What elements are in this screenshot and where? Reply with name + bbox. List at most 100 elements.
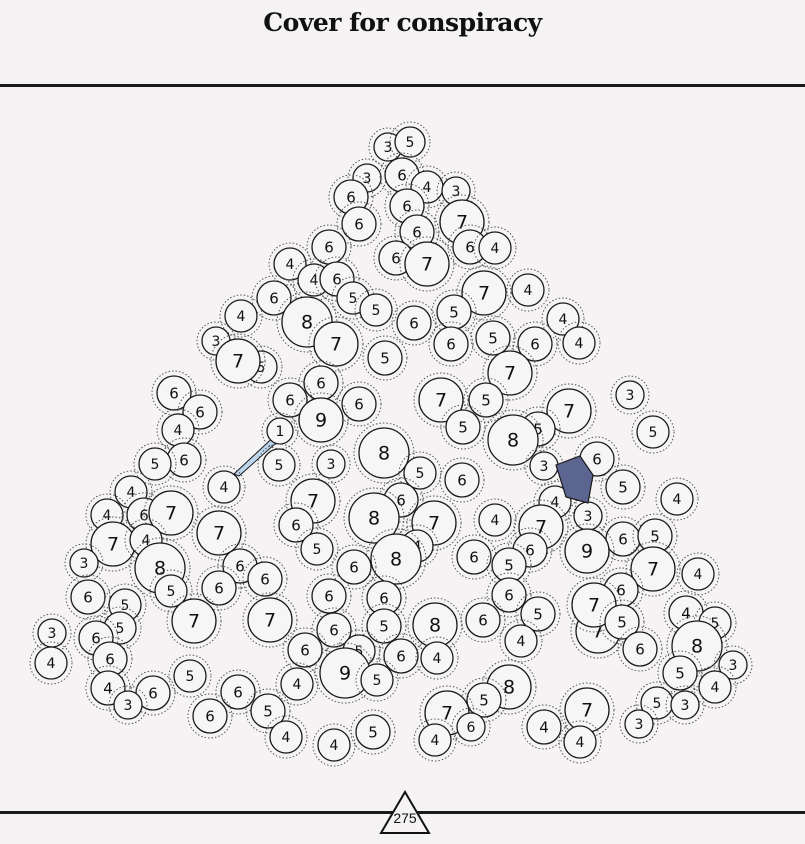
circle-cell[interactable]: 9: [293, 392, 349, 448]
circle-cell[interactable]: 5: [461, 677, 507, 723]
circle-cell[interactable]: 4: [275, 662, 319, 706]
circle-cell[interactable]: 6: [336, 201, 382, 247]
circle-cell[interactable]: 4: [655, 477, 699, 521]
circle-cell[interactable]: 6: [361, 575, 407, 621]
circle-cell[interactable]: 6: [486, 572, 532, 618]
circle-cell[interactable]: 6: [251, 275, 297, 321]
circle-cell[interactable]: 6: [460, 597, 506, 643]
circle-cell[interactable]: 4: [506, 268, 550, 312]
circle-cell[interactable]: 5: [245, 688, 291, 734]
circle-cell[interactable]: 5: [515, 591, 561, 637]
circle-cell[interactable]: 5: [354, 288, 398, 332]
circle-cell[interactable]: 7: [413, 372, 469, 428]
circle-cell[interactable]: 5: [362, 335, 408, 381]
circle-cell[interactable]: 8: [353, 422, 415, 484]
circle-cell[interactable]: 6: [151, 370, 197, 416]
circle-cell[interactable]: 6: [215, 669, 261, 715]
circle-cell[interactable]: 4: [521, 704, 567, 750]
circle-cell[interactable]: 8: [482, 409, 544, 471]
circle-cell[interactable]: 7: [456, 265, 512, 321]
circle-cell[interactable]: 4: [541, 297, 585, 341]
circle-cell[interactable]: 5: [355, 658, 399, 702]
circle-cell[interactable]: 7: [482, 345, 538, 401]
circle-cell[interactable]: 7: [308, 316, 364, 372]
circle-cell[interactable]: 5: [600, 464, 646, 510]
circle-cell[interactable]: 6: [65, 574, 111, 620]
circle-cell[interactable]: 6: [617, 626, 663, 672]
circle-cell[interactable]: 7: [166, 593, 222, 649]
circle-cell[interactable]: 5: [350, 709, 396, 755]
circle-cell[interactable]: 5: [486, 542, 532, 588]
circle-cell[interactable]: 7: [541, 383, 597, 439]
circle-cell-number: 5: [372, 303, 381, 319]
circle-cell[interactable]: 5: [657, 650, 703, 696]
circle-cell[interactable]: 6: [336, 381, 382, 427]
circle-cell[interactable]: 7: [191, 505, 247, 561]
circle-cell[interactable]: 6: [328, 174, 374, 220]
circle-cell[interactable]: 4: [415, 636, 459, 680]
circle-cell[interactable]: 6: [196, 565, 242, 611]
circle-cell[interactable]: 7: [242, 592, 298, 648]
circle-cell[interactable]: 5: [295, 527, 339, 571]
circle-cell[interactable]: 6: [273, 502, 319, 548]
circle-cell-number: 6: [525, 542, 535, 560]
circle-cell[interactable]: 7: [210, 333, 266, 389]
circle-cell[interactable]: 7: [559, 682, 615, 738]
circle-cell[interactable]: 3: [713, 645, 753, 685]
circle-cell[interactable]: 6: [187, 693, 233, 739]
circle-cell[interactable]: 6: [391, 300, 437, 346]
circle-cell[interactable]: 4: [693, 665, 737, 709]
circle-cell[interactable]: 6: [282, 627, 328, 673]
circle-cell[interactable]: 4: [219, 294, 263, 338]
circle-cell[interactable]: 6: [512, 321, 558, 367]
circle-cell[interactable]: 5: [133, 442, 177, 486]
circle-cell[interactable]: 4: [473, 226, 517, 270]
circle-cell[interactable]: 5: [470, 315, 516, 361]
circle-cell[interactable]: 4: [202, 465, 246, 509]
circle-cell[interactable]: 6: [451, 534, 497, 580]
circle-cell[interactable]: 4: [264, 715, 308, 759]
circle-cell[interactable]: 4: [557, 321, 601, 365]
circle-cell[interactable]: 4: [558, 720, 602, 764]
circle-cell-disc: [287, 632, 323, 668]
circle-cell[interactable]: 6: [428, 321, 474, 367]
circle-cell[interactable]: 6: [306, 573, 352, 619]
circle-cell[interactable]: 5: [599, 599, 645, 645]
circle-cell[interactable]: 6: [242, 556, 288, 602]
circle-cell[interactable]: 3: [610, 375, 650, 415]
circle-cell[interactable]: 9: [559, 523, 615, 579]
circle-cell[interactable]: 5: [398, 451, 442, 495]
circle-cell[interactable]: 7: [625, 541, 681, 597]
circle-cell[interactable]: 8: [343, 487, 405, 549]
circle-cell[interactable]: 5: [168, 654, 212, 698]
circle-cell[interactable]: 5: [463, 377, 509, 423]
circle-cell[interactable]: 4: [473, 498, 517, 542]
circle-cell[interactable]: 8: [365, 528, 427, 590]
circle-cell[interactable]: 5: [257, 443, 301, 487]
circle-cell[interactable]: 3: [64, 543, 104, 583]
circle-cell[interactable]: 4: [312, 723, 356, 767]
circle-cell[interactable]: 3: [665, 685, 705, 725]
circle-cell[interactable]: 5: [149, 569, 193, 613]
circle-cell[interactable]: 5: [389, 121, 431, 163]
circle-cell[interactable]: 5: [631, 410, 675, 454]
circle-cell[interactable]: 5: [361, 603, 407, 649]
circle-cell[interactable]: 6: [439, 457, 485, 503]
circle-cell[interactable]: 4: [676, 552, 720, 596]
circle-cell[interactable]: 6: [331, 544, 377, 590]
circle-cell[interactable]: 4: [29, 641, 73, 685]
circle-cell[interactable]: 9: [314, 642, 376, 704]
circle-cell[interactable]: 3: [311, 444, 351, 484]
circle-cell[interactable]: 6: [451, 707, 491, 747]
circle-cell[interactable]: 3: [619, 704, 659, 744]
circle-cell[interactable]: 7: [399, 236, 455, 292]
circle-cell[interactable]: 4: [499, 619, 543, 663]
circle-cell[interactable]: 4: [268, 242, 312, 286]
circle-cell[interactable]: 3: [108, 685, 148, 725]
circle-cell[interactable]: 6: [306, 224, 352, 270]
circle-cell[interactable]: 5: [440, 404, 486, 450]
circle-cell[interactable]: 1: [261, 412, 299, 450]
circle-cell[interactable]: 4: [413, 718, 457, 762]
circle-cell[interactable]: 6: [130, 670, 176, 716]
